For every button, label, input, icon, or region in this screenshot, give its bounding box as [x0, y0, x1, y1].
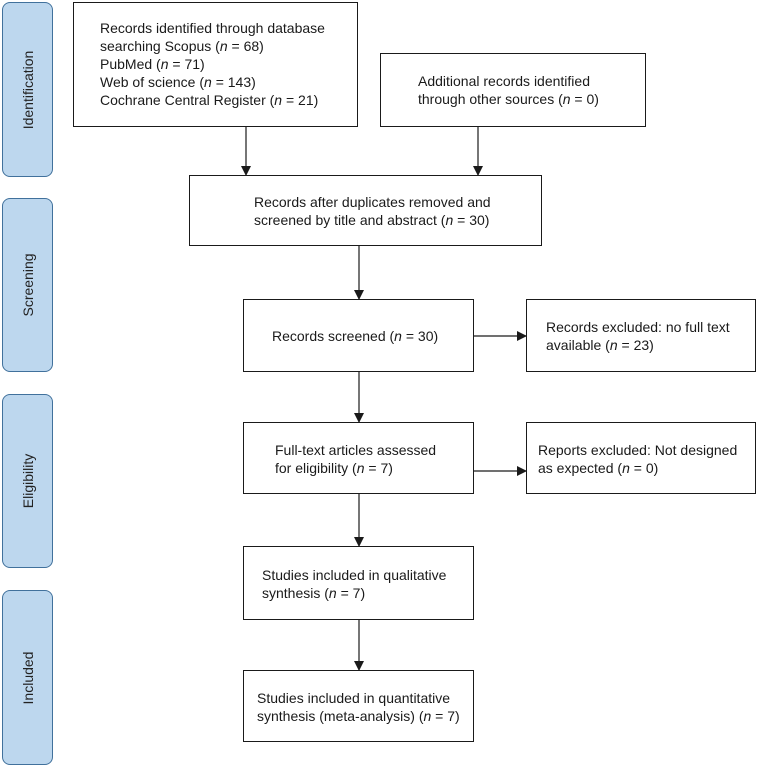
box-line: available (n = 23) [546, 337, 654, 353]
phase-screening: Screening [2, 198, 53, 372]
quantitative-synthesis-box: Studies included in quantitative synthes… [243, 670, 474, 742]
reports-excluded-box: Reports excluded: Not designed as expect… [526, 422, 756, 494]
box-line: screened by title and abstract (n = 30) [254, 212, 490, 228]
phase-identification: Identification [2, 2, 53, 177]
box-line: Studies included in quantitative [257, 690, 451, 706]
records-screened-box: Records screened (n = 30) [243, 299, 474, 372]
records-excluded-box: Records excluded: no full text available… [526, 299, 756, 372]
after-duplicates-box: Records after duplicates removed and scr… [189, 175, 542, 246]
other-sources-box: Additional records identified through ot… [380, 53, 646, 127]
database-records-box: Records identified through database sear… [73, 2, 358, 127]
box-line: Reports excluded: Not designed [538, 442, 738, 458]
qualitative-synthesis-box: Studies included in qualitative synthesi… [243, 546, 474, 620]
box-line: Additional records identified [418, 73, 590, 89]
box-line: for eligibility (n = 7) [275, 460, 393, 476]
box-line: Cochrane Central Register (n = 21) [100, 92, 319, 108]
box-line: Studies included in qualitative [262, 567, 447, 583]
box-line: Records excluded: no full text [546, 319, 730, 335]
box-line: Records screened (n = 30) [272, 328, 439, 344]
box-line: through other sources (n = 0) [418, 91, 599, 107]
phase-eligibility: Eligibility [2, 394, 53, 568]
box-line: Full-text articles assessed [275, 442, 437, 458]
box-line: as expected (n = 0) [538, 460, 659, 476]
phase-included: Included [2, 590, 53, 765]
box-line: Records after duplicates removed and [254, 194, 491, 210]
box-line: searching Scopus (n = 68) [100, 38, 264, 54]
box-line: synthesis (n = 7) [262, 585, 366, 601]
box-line: PubMed (n = 71) [100, 56, 205, 72]
box-line: Web of science (n = 143) [100, 74, 256, 90]
box-line: Records identified through database [100, 20, 325, 36]
full-text-assessed-box: Full-text articles assessed for eligibil… [243, 422, 474, 494]
box-line: synthesis (meta-analysis) (n = 7) [257, 708, 460, 724]
